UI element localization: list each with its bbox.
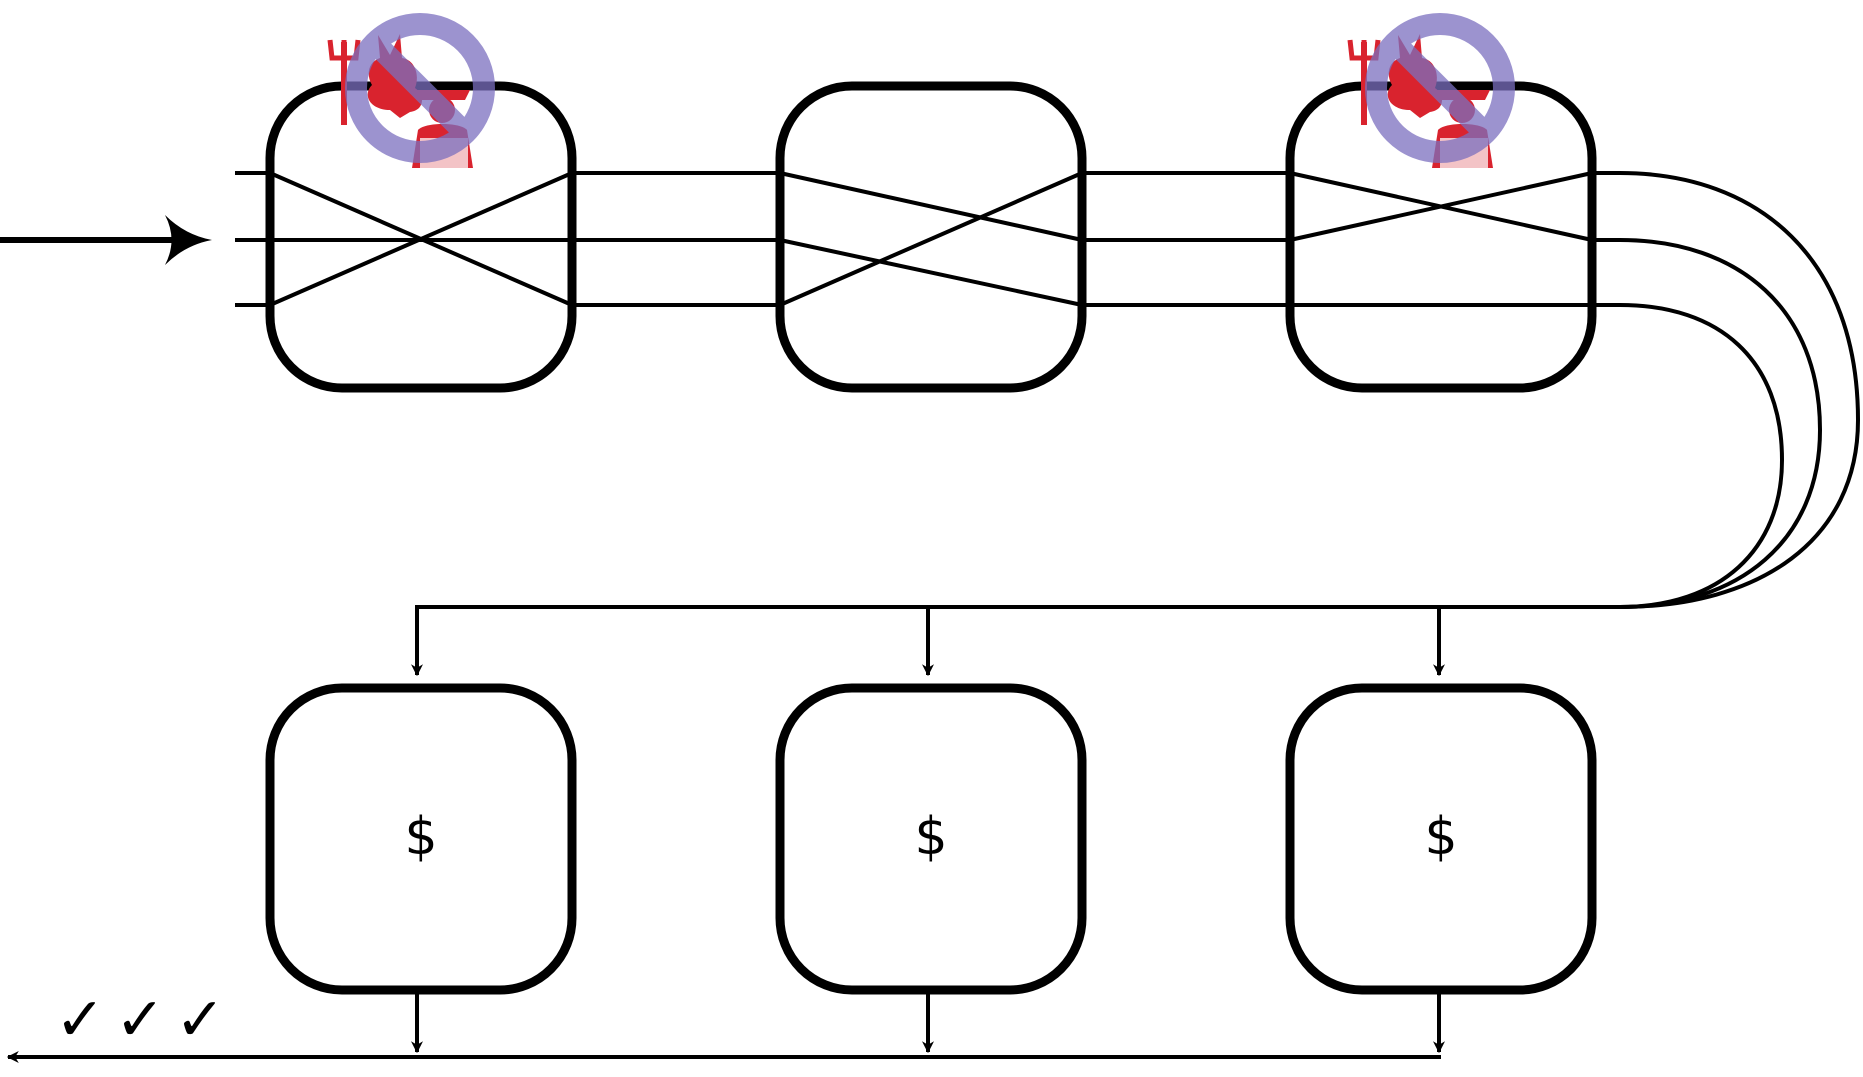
- payment-node-3: $: [1285, 683, 1597, 995]
- output-bus: [6, 990, 1445, 1063]
- output-checkmarks: ✓ ✓ ✓: [55, 985, 225, 1055]
- no-sign-icon: [1365, 13, 1515, 163]
- checkmark-icon: ✓: [115, 985, 165, 1055]
- links-mix2-mix3: [1082, 171, 1290, 307]
- checkmark-icon: ✓: [55, 985, 105, 1055]
- checkmark-icon: ✓: [175, 985, 225, 1055]
- adversary-prohibited-3: [1347, 13, 1515, 168]
- dollar-label: $: [1424, 807, 1457, 867]
- payment-node-1: $: [265, 683, 577, 995]
- input-arrow-icon: [0, 215, 212, 265]
- dollar-label: $: [914, 807, 947, 867]
- dollar-label: $: [404, 807, 437, 867]
- distribution-bus: [411, 605, 1622, 677]
- adversary-prohibited-1: [327, 13, 495, 168]
- mix-node-1: [235, 81, 577, 393]
- payment-node-2: $: [775, 683, 1087, 995]
- links-mix1-mix2: [572, 171, 780, 307]
- mix-node-2: [775, 81, 1087, 393]
- return-loops: [1592, 171, 1861, 609]
- no-sign-icon: [345, 13, 495, 163]
